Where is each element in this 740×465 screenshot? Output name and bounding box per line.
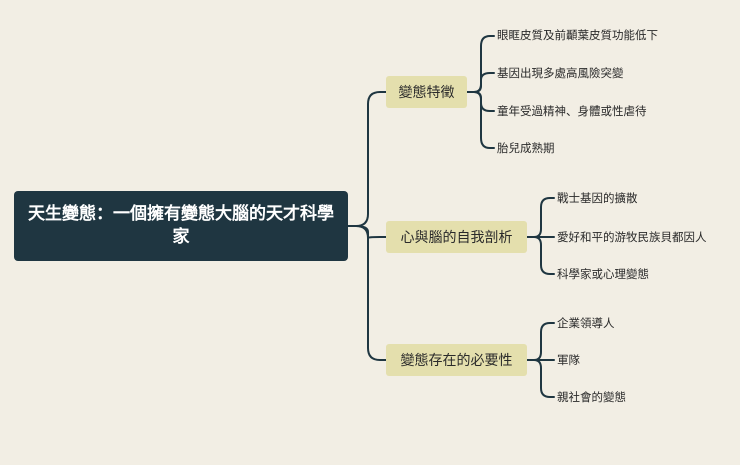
connector-root-branch-1: [347, 91, 387, 227]
leaf-topic[interactable]: 胎兒成熟期: [497, 141, 555, 155]
leaf-topic[interactable]: 愛好和平的游牧民族貝都因人: [557, 230, 707, 244]
root-topic-label: 天生變態：一個擁有變態大腦的天才科學家: [28, 204, 334, 247]
leaf-topic[interactable]: 親社會的變態: [557, 390, 626, 404]
leaf-topic[interactable]: 戰士基因的擴散: [557, 191, 638, 205]
leaf-topic[interactable]: 科學家或心理變態: [557, 267, 649, 281]
root-topic[interactable]: 天生變態：一個擁有變態大腦的天才科學家: [14, 191, 348, 261]
branch-topic-label: 變態存在的必要性: [400, 353, 513, 369]
branch-topic-label: 變態特徵: [398, 85, 455, 101]
branch-topic-necessity[interactable]: 變態存在的必要性: [386, 344, 527, 376]
connector-branch3-leaf1: [526, 322, 555, 361]
leaf-topic[interactable]: 軍隊: [557, 353, 580, 367]
leaf-topic[interactable]: 眼眶皮質及前顳葉皮質功能低下: [497, 28, 658, 42]
connector-branch2-leaf1: [526, 197, 555, 238]
connector-branch3-leaf3: [526, 359, 555, 398]
leaf-topic[interactable]: 基因出現多處高風險突變: [497, 66, 624, 80]
branch-topic-label: 心與腦的自我剖析: [400, 230, 513, 246]
connector-branch2-leaf3: [526, 236, 555, 275]
leaf-topic[interactable]: 童年受過精神、身體或性虐待: [497, 104, 647, 118]
leaf-topic[interactable]: 企業領導人: [557, 316, 615, 330]
branch-topic-self-analysis[interactable]: 心與腦的自我剖析: [386, 221, 527, 253]
connector-root-branch-3: [347, 225, 387, 361]
connector-branch1-leaf4: [466, 91, 495, 149]
branch-topic-features[interactable]: 變態特徵: [386, 76, 467, 108]
